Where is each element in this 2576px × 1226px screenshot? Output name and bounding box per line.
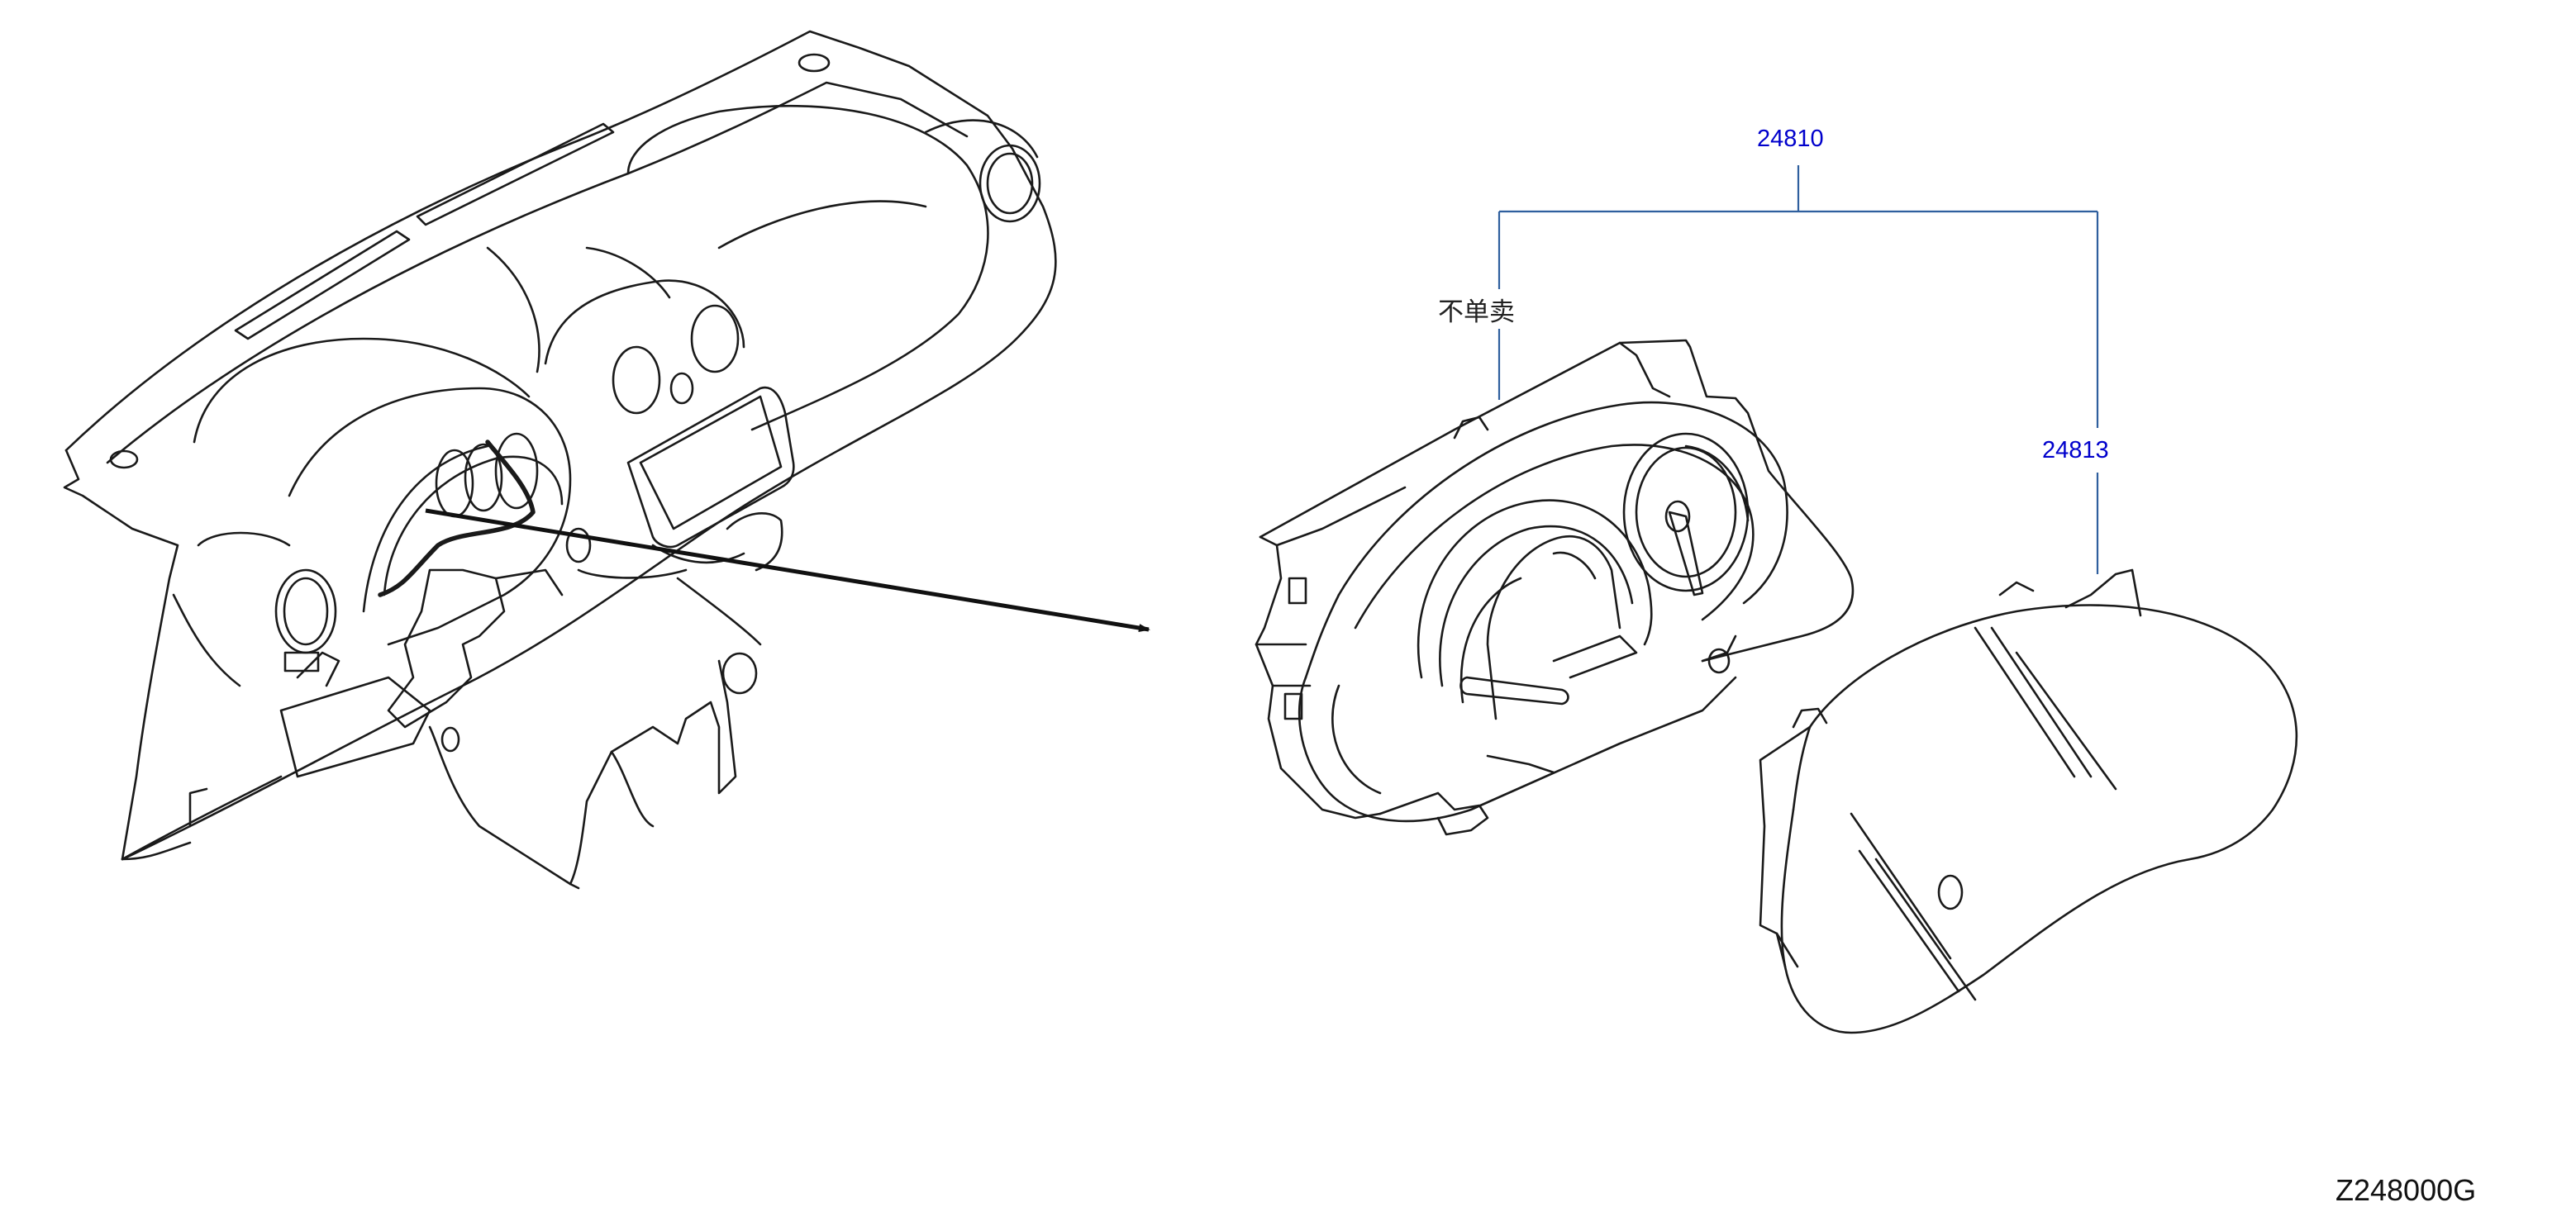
part-leader-lines [1498, 165, 2099, 574]
meter-cover-glass-illustration [1759, 568, 2298, 1034]
part-number-24810[interactable]: 24810 [1757, 126, 1824, 152]
dashboard-illustration [63, 30, 1057, 890]
combination-meter-illustration [1255, 339, 1855, 836]
not-sold-separately-note: 不单卖 [1438, 297, 1515, 327]
diagram-code: Z248000G [2336, 1173, 2477, 1207]
part-number-24813[interactable]: 24813 [2042, 437, 2109, 463]
direction-arrow [425, 508, 1150, 632]
dashboard-outline [64, 30, 1057, 861]
